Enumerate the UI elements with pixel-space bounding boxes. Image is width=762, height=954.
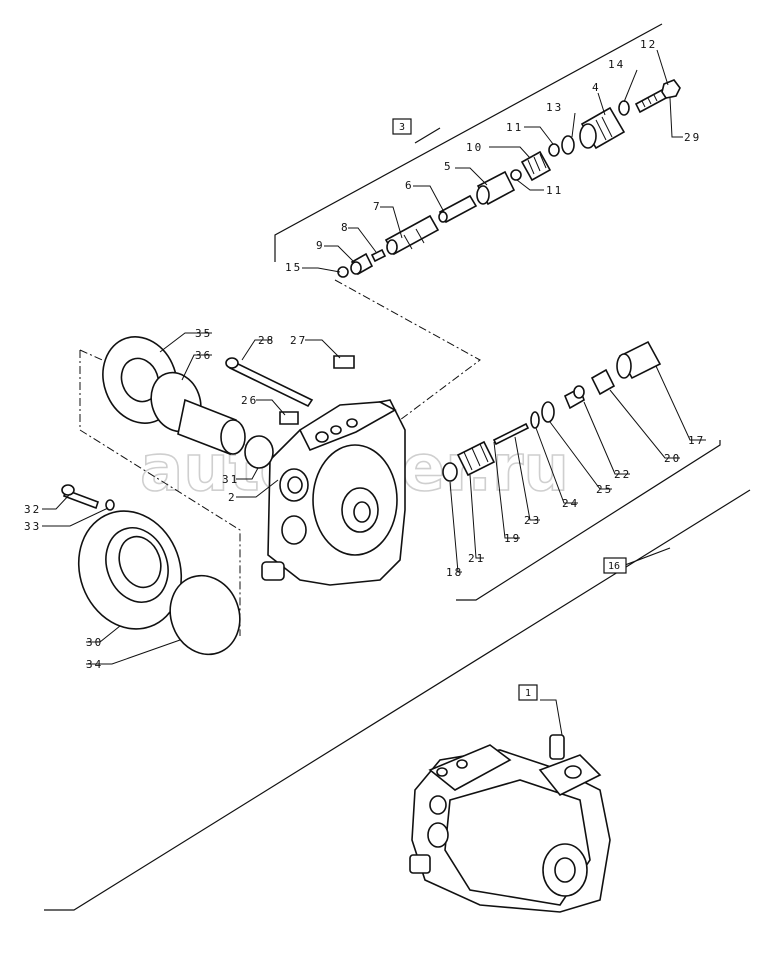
label-29: 29 bbox=[684, 131, 701, 144]
part-labels: 12 14 4 13 29 11 10 11 5 6 7 8 9 15 35 3… bbox=[24, 38, 705, 671]
label-20: 20 bbox=[664, 452, 681, 465]
part-25-plug bbox=[563, 385, 585, 410]
part-30-bearing bbox=[77, 510, 183, 630]
leader-3 bbox=[414, 127, 441, 144]
svg-text:3: 3 bbox=[399, 122, 405, 133]
part-21-spring bbox=[456, 440, 496, 477]
part-27-plug bbox=[333, 355, 355, 369]
group-16-boundary bbox=[456, 440, 721, 601]
part-5-sleeve bbox=[476, 170, 516, 206]
label-23: 23 bbox=[524, 514, 541, 527]
group-label-1: 1 bbox=[518, 684, 538, 701]
part-34-oring bbox=[169, 574, 241, 656]
part-11a-cap bbox=[548, 143, 560, 157]
part-28-bolt bbox=[225, 357, 314, 408]
part-22-spring bbox=[590, 368, 616, 396]
part-13-oring bbox=[561, 135, 575, 155]
group-label-16: 16 bbox=[603, 557, 627, 574]
label-6: 6 bbox=[405, 179, 414, 192]
group-1-boundary bbox=[44, 489, 751, 911]
part-11b-cap bbox=[510, 169, 522, 181]
label-10: 10 bbox=[466, 141, 483, 154]
housing-2 bbox=[261, 399, 406, 586]
label-4: 4 bbox=[592, 81, 601, 94]
part-8-pin bbox=[370, 248, 387, 263]
part-10-spring bbox=[520, 150, 552, 182]
leader-16 bbox=[624, 547, 671, 566]
label-18: 18 bbox=[446, 566, 463, 579]
part-6-spool bbox=[438, 194, 478, 224]
label-30: 30 bbox=[86, 636, 103, 649]
group-label-3: 3 bbox=[392, 118, 412, 135]
label-9: 9 bbox=[316, 239, 325, 252]
label-27: 27 bbox=[290, 334, 307, 347]
piston-sleeve bbox=[177, 398, 246, 456]
part-19-pin bbox=[492, 422, 530, 446]
part-4-fitting bbox=[579, 106, 626, 150]
label-28: 28 bbox=[258, 334, 275, 347]
label-22: 22 bbox=[614, 468, 631, 481]
part-9-plug bbox=[350, 252, 374, 276]
centerline-left bbox=[79, 350, 241, 636]
part-26-plug bbox=[279, 411, 299, 425]
part-33-washer bbox=[105, 499, 115, 511]
part-32-screw bbox=[61, 484, 100, 510]
label-11b: 11 bbox=[546, 184, 563, 197]
label-26: 26 bbox=[241, 394, 258, 407]
part-24-oring bbox=[541, 401, 555, 423]
label-21: 21 bbox=[468, 552, 485, 565]
part-18-plug bbox=[442, 462, 458, 482]
part-7-spool bbox=[384, 214, 440, 256]
part-14-oring bbox=[618, 100, 630, 116]
label-31: 31 bbox=[222, 473, 239, 486]
group-3-boundary bbox=[274, 23, 663, 262]
label-7: 7 bbox=[373, 200, 382, 213]
label-25: 25 bbox=[596, 483, 613, 496]
part-29-nut bbox=[661, 79, 681, 99]
label-14: 14 bbox=[608, 58, 625, 71]
label-12: 12 bbox=[640, 38, 657, 51]
label-34: 34 bbox=[86, 658, 103, 671]
pump-assembly bbox=[409, 734, 611, 913]
label-11a: 11 bbox=[506, 121, 523, 134]
label-15: 15 bbox=[285, 261, 302, 274]
part-20-plug bbox=[616, 340, 662, 380]
label-2: 2 bbox=[228, 491, 237, 504]
svg-text:1: 1 bbox=[525, 688, 531, 699]
svg-text:16: 16 bbox=[608, 561, 620, 572]
part-31-oring bbox=[244, 435, 274, 469]
label-13: 13 bbox=[546, 101, 563, 114]
part-23-oring bbox=[530, 411, 540, 429]
label-32: 32 bbox=[24, 503, 41, 516]
centerline-upper bbox=[334, 279, 481, 421]
label-8: 8 bbox=[341, 221, 350, 234]
label-35: 35 bbox=[195, 327, 212, 340]
label-24: 24 bbox=[562, 497, 579, 510]
label-19: 19 bbox=[504, 532, 521, 545]
leader-lines bbox=[42, 49, 706, 736]
label-5: 5 bbox=[444, 160, 453, 173]
part-12-screw bbox=[634, 88, 668, 114]
label-33: 33 bbox=[24, 520, 41, 533]
label-17: 17 bbox=[688, 434, 705, 447]
label-36: 36 bbox=[195, 349, 212, 362]
